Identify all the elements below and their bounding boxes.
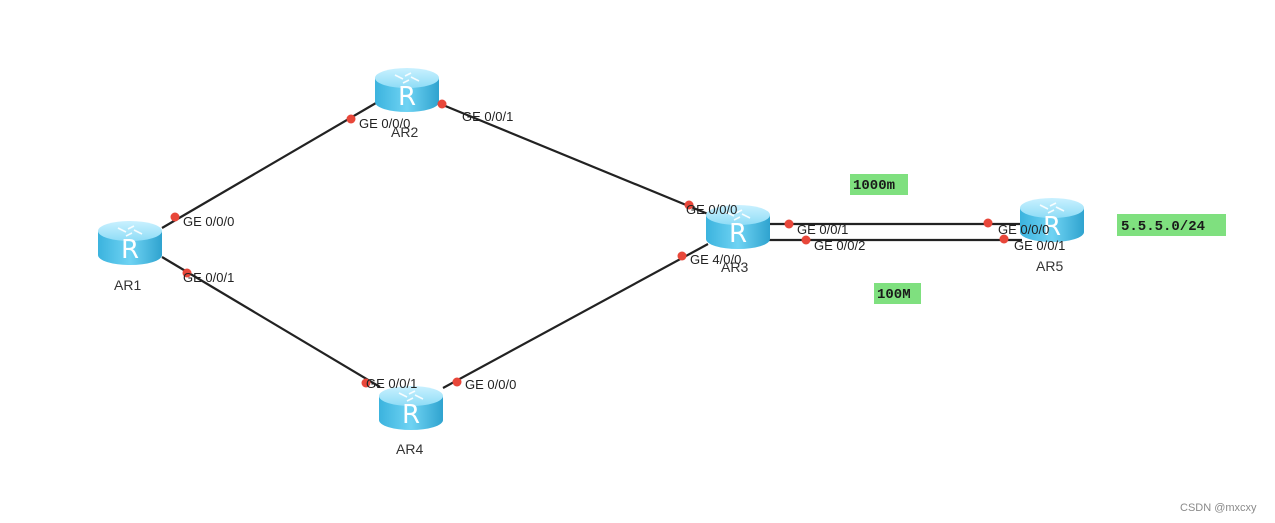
port-labels: GE 0/0/0 GE 0/0/0 GE 0/0/1 GE 0/0/0 GE 0…	[183, 109, 1065, 392]
router-label-ar5: AR5	[1036, 258, 1063, 274]
tag-bandwidth-100: 100M	[874, 283, 921, 304]
link-ar4-ar3[interactable]	[442, 243, 709, 389]
router-labels: AR2 AR1 AR3 AR4 AR5	[114, 124, 1063, 457]
port-label-ar3-ge000: GE 0/0/0	[686, 202, 737, 217]
tag-network-text: 5.5.5.0/24	[1121, 219, 1205, 235]
port-dot	[677, 251, 687, 261]
port-dot	[784, 219, 794, 229]
port-dots	[170, 99, 1009, 388]
port-dot	[346, 114, 356, 124]
port-dot	[361, 378, 371, 388]
port-label-ar3-ge400: GE 4/0/0	[690, 252, 741, 267]
router-glyph: R	[729, 219, 747, 249]
port-dot	[182, 268, 192, 278]
port-dot	[999, 234, 1009, 244]
router-ar3[interactable]: R	[705, 204, 771, 250]
link-ar1-ar4[interactable]	[161, 256, 381, 388]
tag-bandwidth-1000-text: 1000m	[853, 178, 895, 194]
router-label-ar4: AR4	[396, 441, 423, 457]
router-glyph: R	[1043, 212, 1061, 242]
tag-bandwidth-1000: 1000m	[850, 174, 908, 195]
port-label-ar5-ge001: GE 0/0/1	[1014, 238, 1065, 253]
tag-bandwidth-100-text: 100M	[877, 287, 911, 303]
port-label-ar1-ge000: GE 0/0/0	[183, 214, 234, 229]
port-dot	[170, 212, 180, 222]
port-dot	[452, 377, 462, 387]
port-label-ar4-ge001: GE 0/0/1	[366, 376, 417, 391]
port-label-ar3-ge001: GE 0/0/1	[797, 222, 848, 237]
link-ar1-ar2[interactable]	[161, 102, 377, 229]
port-label-ar3-ge002: GE 0/0/2	[814, 238, 865, 253]
links	[161, 101, 1022, 389]
port-dot	[684, 200, 694, 210]
router-label-ar1: AR1	[114, 277, 141, 293]
port-dot	[801, 235, 811, 245]
router-ar2[interactable]: R	[374, 67, 440, 113]
port-dot	[983, 218, 993, 228]
watermark: CSDN @mxcxy	[1180, 502, 1257, 514]
port-label-ar2-ge001: GE 0/0/1	[462, 109, 513, 124]
router-glyph: R	[121, 235, 139, 265]
tag-network: 5.5.5.0/24	[1117, 214, 1226, 236]
router-glyph: R	[398, 82, 416, 112]
link-ar2-ar3[interactable]	[437, 101, 709, 216]
port-label-ar2-ge000: GE 0/0/0	[359, 116, 410, 131]
port-label-ar4-ge000: GE 0/0/0	[465, 377, 516, 392]
port-label-ar1-ge001: GE 0/0/1	[183, 270, 234, 285]
port-dot	[437, 99, 447, 109]
router-label-ar3: AR3	[721, 259, 748, 275]
router-ar1[interactable]: R	[97, 220, 163, 266]
port-label-ar5-ge000: GE 0/0/0	[998, 222, 1049, 237]
router-label-ar2: AR2	[391, 124, 418, 140]
router-glyph: R	[402, 400, 420, 430]
router-ar5[interactable]: R	[1019, 197, 1085, 243]
router-ar4[interactable]: R	[378, 385, 444, 431]
